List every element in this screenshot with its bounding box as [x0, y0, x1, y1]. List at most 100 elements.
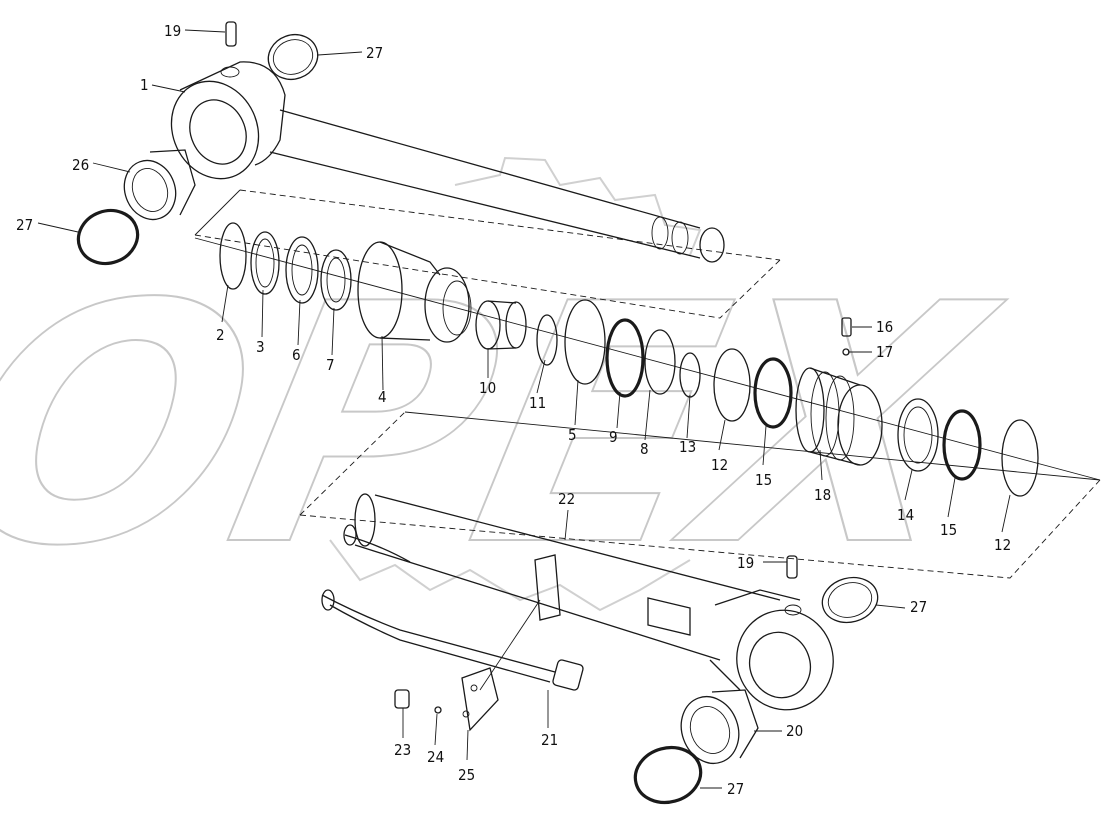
- ring-27-right-inner: [827, 582, 873, 618]
- seal-8: [644, 329, 676, 395]
- callout-3: 3: [256, 338, 265, 356]
- callout-7: 7: [326, 356, 335, 374]
- callout-27-bottom: 27: [727, 780, 744, 798]
- washer-24: [434, 706, 442, 714]
- grease-nipple-19-top: [225, 21, 237, 47]
- bracket: [534, 554, 561, 621]
- watermark: OPEX: [0, 156, 1022, 619]
- callout-19-bottom: 19: [737, 554, 754, 572]
- clamp-25: [461, 667, 499, 732]
- callout-25: 25: [458, 766, 475, 784]
- callout-21: 21: [541, 731, 558, 749]
- bushing-20: [680, 695, 740, 765]
- seal-12: [713, 348, 751, 422]
- seal-2: [219, 222, 247, 290]
- frame-lower-left: [299, 411, 406, 516]
- callout-11: 11: [529, 394, 546, 412]
- gland-4-step: [424, 267, 470, 343]
- watermark-gear-outline: [454, 156, 702, 256]
- callout-27-left: 27: [16, 216, 33, 234]
- seal-6-inner: [291, 244, 313, 296]
- seal-3-inner: [255, 238, 275, 288]
- callout-26: 26: [72, 156, 89, 174]
- callout-9: 9: [609, 428, 618, 446]
- seal-7: [320, 249, 352, 311]
- base-grease-hole: [784, 604, 802, 616]
- callout-15: 15: [755, 471, 772, 489]
- seal-6: [285, 236, 319, 304]
- ring-27-top: [267, 33, 319, 81]
- ring-27-left: [76, 208, 140, 266]
- callout-14: 14: [897, 506, 914, 524]
- frame-lower: [299, 479, 1101, 579]
- callout-1: 1: [140, 76, 149, 94]
- bushing-20-bore: [689, 706, 731, 754]
- rod-groove-1: [651, 216, 669, 250]
- callout-6: 6: [292, 346, 301, 364]
- pipe-upper: [344, 534, 411, 563]
- seal-15-right: [942, 409, 982, 481]
- rod-eye-outer: [170, 80, 260, 180]
- pipe-21-lower: [329, 604, 551, 683]
- barrel-assembly: [321, 493, 879, 805]
- callout-23: 23: [394, 741, 411, 759]
- ring-27-top-inner: [272, 39, 314, 75]
- callout-22: 22: [558, 490, 575, 508]
- bushing-26: [123, 159, 177, 221]
- gland-4-body: [379, 241, 441, 341]
- rod-groove-2: [671, 221, 689, 255]
- watermark-gear-outline-lower: [329, 539, 691, 612]
- callout-5: 5: [568, 426, 577, 444]
- frame-upper-left: [194, 189, 241, 236]
- seal-12-right: [1001, 419, 1039, 497]
- rod-assembly: [76, 21, 725, 266]
- callout-27-right: 27: [910, 598, 927, 616]
- seal-7-inner: [326, 257, 346, 303]
- callout-4: 4: [378, 388, 387, 406]
- ring-27-bottom: [633, 745, 703, 805]
- ring-27-right: [821, 576, 879, 624]
- pipe-21-fitting: [321, 589, 335, 611]
- callout-8: 8: [640, 440, 649, 458]
- rod-end: [699, 227, 725, 263]
- callout-2: 2: [216, 326, 225, 344]
- seal-9: [605, 318, 645, 398]
- callout-27-top: 27: [366, 44, 383, 62]
- pipe-21: [321, 594, 556, 673]
- grease-hole: [220, 66, 240, 78]
- barrel-top: [374, 494, 781, 601]
- pipe-21-nut: [552, 659, 584, 691]
- leader-lines: [37, 29, 1011, 789]
- watermark-text: OPEX: [0, 233, 1021, 618]
- assembly-frames: [194, 189, 1101, 579]
- rod-eye-body: [179, 61, 286, 166]
- rod-shaft-top: [279, 109, 701, 229]
- callout-18: 18: [814, 486, 831, 504]
- callout-17: 17: [876, 343, 893, 361]
- seal-3: [250, 231, 280, 295]
- frame-upper: [194, 189, 781, 319]
- callout-20: 20: [786, 722, 803, 740]
- screw-16: [841, 317, 852, 337]
- callout-12-right: 12: [994, 536, 1011, 554]
- spacer-10-face: [505, 301, 527, 349]
- bushing-26-bore: [131, 168, 169, 212]
- barrel-bottom: [354, 544, 721, 661]
- callout-19-top: 19: [164, 22, 181, 40]
- callout-12: 12: [711, 456, 728, 474]
- piston-18-body: [809, 367, 861, 466]
- base-eye-bore: [748, 631, 812, 699]
- bushing-20-body: [711, 689, 759, 759]
- gland-axis: [194, 237, 1101, 481]
- grease-nipple-19-bottom: [786, 555, 798, 579]
- gland-4-bore: [442, 280, 472, 336]
- seal-5: [564, 299, 606, 385]
- callout-15-right: 15: [940, 521, 957, 539]
- seal-14: [897, 398, 939, 472]
- clamp-hole-2: [462, 710, 470, 718]
- barrel-end: [354, 493, 376, 547]
- callout-13: 13: [679, 438, 696, 456]
- callout-16: 16: [876, 318, 893, 336]
- ring-11: [536, 314, 558, 366]
